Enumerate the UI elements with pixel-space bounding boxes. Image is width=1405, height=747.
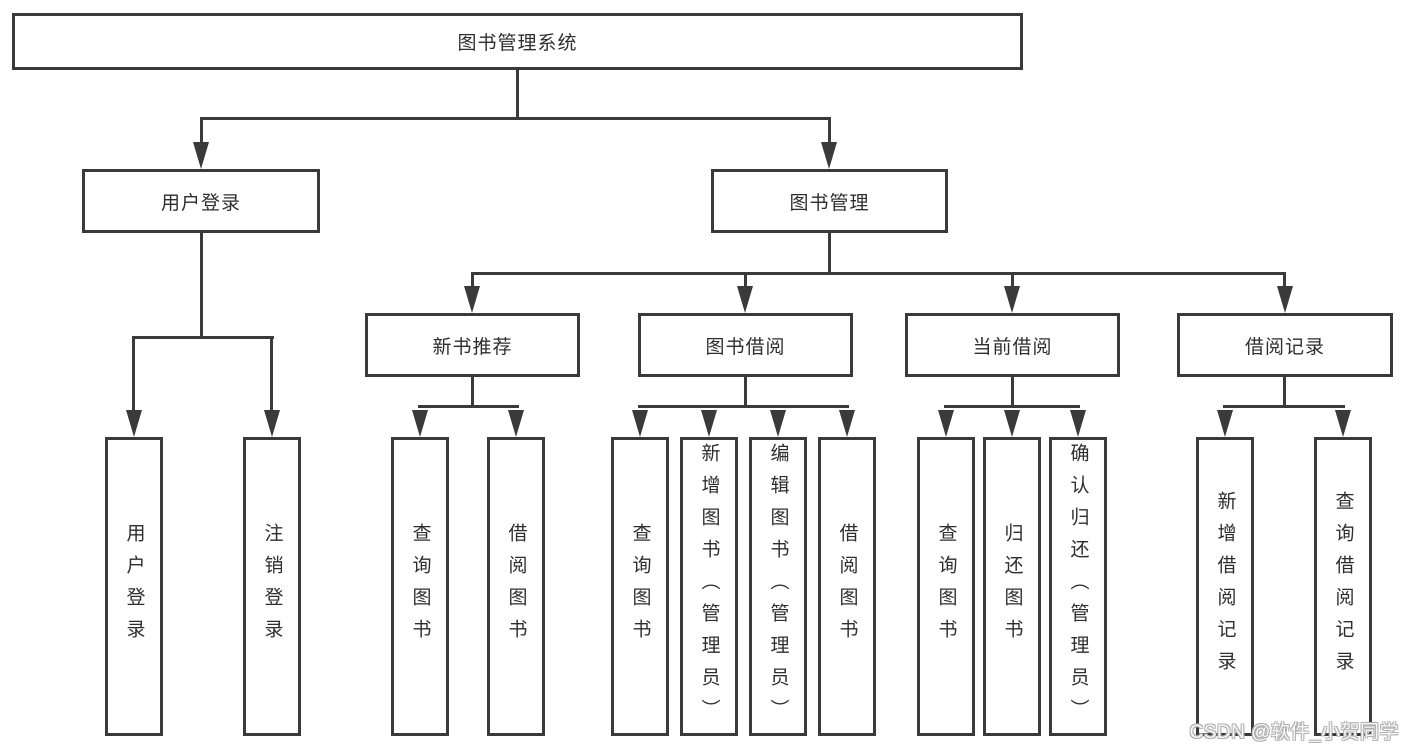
node-label: 当前借阅 <box>972 336 1053 358</box>
arrowhead-down-icon <box>821 142 837 169</box>
connector-line <box>1283 275 1286 288</box>
connector-line <box>744 377 747 408</box>
node-label: 查询图书 <box>935 522 957 651</box>
arrowhead-down-icon <box>737 286 753 313</box>
connector-line <box>828 233 831 274</box>
arrowhead-down-icon <box>1277 286 1293 313</box>
node-label: 查询图书 <box>409 522 431 651</box>
node-confirm-return-admin: 确认归还（管理员） <box>1049 437 1107 736</box>
node-label: 注销登录 <box>261 522 283 651</box>
arrowhead-down-icon <box>1335 410 1351 437</box>
node-edit-books-admin: 编辑图书（管理员） <box>749 437 807 736</box>
node-library-management-system: 图书管理系统 <box>12 13 1023 70</box>
node-label: 查询借阅记录 <box>1332 490 1354 683</box>
connector-line <box>944 405 1080 408</box>
node-user-login: 用户登录 <box>105 437 163 736</box>
node-label: 图书管理 <box>789 192 870 214</box>
connector-line <box>744 275 747 288</box>
node-book-management: 图书管理 <box>711 169 948 233</box>
connector-line <box>638 405 849 408</box>
node-new-book-recommendation: 新书推荐 <box>365 313 580 377</box>
arrowhead-down-icon <box>839 410 855 437</box>
node-label: 借阅图书 <box>505 522 527 651</box>
connector-line <box>132 339 135 412</box>
connector-line <box>1011 377 1014 408</box>
arrowhead-down-icon <box>264 410 280 437</box>
node-label: 确认归还（管理员） <box>1067 442 1089 731</box>
node-label: 编辑图书（管理员） <box>767 442 789 731</box>
csdn-watermark: CSDN @软件_小贺同学 <box>1189 722 1399 743</box>
connector-line <box>270 339 273 412</box>
arrowhead-down-icon <box>126 410 142 437</box>
connector-line <box>1283 377 1286 408</box>
connector-line <box>471 275 474 288</box>
node-label: 归还图书 <box>1001 522 1023 651</box>
node-label: 新增借阅记录 <box>1214 490 1236 683</box>
connector-line <box>1011 275 1014 288</box>
node-label: 用户登录 <box>160 192 241 214</box>
connector-line <box>471 377 474 408</box>
arrowhead-down-icon <box>412 410 428 437</box>
node-query-books-current: 查询图书 <box>917 437 975 736</box>
node-query-borrow-record: 查询借阅记录 <box>1314 437 1372 736</box>
arrowhead-down-icon <box>770 410 786 437</box>
node-borrow-books-newbooks: 借阅图书 <box>487 437 545 736</box>
node-return-books: 归还图书 <box>983 437 1041 736</box>
connector-line <box>418 405 519 408</box>
arrowhead-down-icon <box>701 410 717 437</box>
arrowhead-down-icon <box>464 286 480 313</box>
arrowhead-down-icon <box>193 142 209 169</box>
node-label: 图书借阅 <box>705 336 786 358</box>
node-add-books-admin: 新增图书（管理员） <box>680 437 738 736</box>
connector-line <box>200 117 831 120</box>
connector-line <box>516 70 519 117</box>
arrowhead-down-icon <box>1070 410 1086 437</box>
connector-line <box>828 120 831 145</box>
connector-line <box>200 233 203 339</box>
node-current-borrowing: 当前借阅 <box>905 313 1120 377</box>
node-borrowing-records: 借阅记录 <box>1177 313 1393 377</box>
node-query-books-newbooks: 查询图书 <box>391 437 449 736</box>
connector-line <box>200 120 203 145</box>
node-user-login-branch: 用户登录 <box>82 169 320 233</box>
connector-line <box>132 336 274 339</box>
node-logout: 注销登录 <box>243 437 301 736</box>
node-label: 借阅图书 <box>836 522 858 651</box>
arrowhead-down-icon <box>1217 410 1233 437</box>
node-add-borrow-record: 新增借阅记录 <box>1196 437 1254 736</box>
arrowhead-down-icon <box>1004 286 1020 313</box>
node-query-books-borrowing: 查询图书 <box>611 437 669 736</box>
node-label: 新书推荐 <box>432 336 513 358</box>
arrowhead-down-icon <box>1004 410 1020 437</box>
node-label: 用户登录 <box>123 522 145 651</box>
node-label: 查询图书 <box>629 522 651 651</box>
node-label: 借阅记录 <box>1244 336 1325 358</box>
arrowhead-down-icon <box>938 410 954 437</box>
node-label: 图书管理系统 <box>457 33 578 54</box>
node-book-borrowing: 图书借阅 <box>638 313 853 377</box>
connector-line <box>1223 405 1345 408</box>
connector-line <box>471 272 1286 275</box>
arrowhead-down-icon <box>508 410 524 437</box>
node-borrow-books-borrowing: 借阅图书 <box>818 437 876 736</box>
node-label: 新增图书（管理员） <box>698 442 720 731</box>
arrowhead-down-icon <box>632 410 648 437</box>
